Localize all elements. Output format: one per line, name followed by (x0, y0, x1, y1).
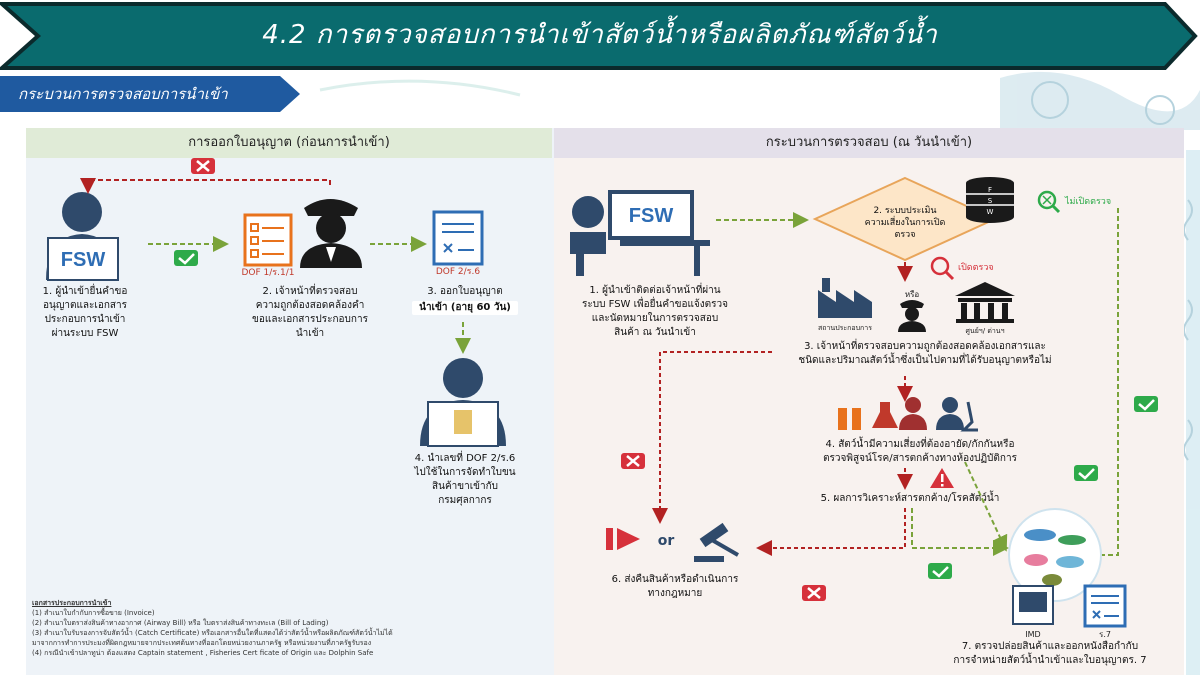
document-item: มาจากการทำการประมงที่ผิดกฎหมายจากประเทศต… (32, 639, 372, 647)
risk-assessment-diamond (812, 176, 998, 262)
approve-check-icon (928, 563, 952, 579)
no-inspect-label: ไม่เปิดตรวจ (1064, 196, 1111, 207)
fsw-logo-left: FSW (61, 249, 106, 271)
warning-icon (930, 468, 954, 488)
page-title: 4.2 การตรวจสอบการนำเข้าสัตว์น้ำหรือผลิตภ… (262, 20, 938, 50)
inspect-step-1-text: 1. ผู้นำเข้าติดต่อเจ้าหน้าที่ผ่าน ระบบ F… (582, 285, 728, 338)
documents-title: เอกสารประกอบการนำเข้า (32, 599, 112, 607)
inspect-step-7-text: 7. ตรวจปล่อยสินค้าและออกหนังสือกำกับ การ… (953, 641, 1147, 666)
or-label-thai: หรือ (905, 290, 920, 299)
scientist-icon (899, 397, 927, 430)
r7-document-icon (1083, 584, 1127, 628)
title-banner (0, 1, 1198, 70)
no-inspect-icon (1037, 190, 1061, 214)
applicant-fsw-icon: FSW (46, 192, 119, 281)
step-2-text: 2. เจ้าหน้าที่ตรวจสอบ ความถูกต้องสอดคล้อ… (252, 286, 368, 339)
document-item: (3) สำเนาใบรับรองการจับสัตว์น้ำ (Catch C… (32, 629, 393, 637)
subtitle-banner (0, 76, 300, 112)
document-item: (4) กรณีนำเข้าปลาทูน่า ต้องแสดง Captain … (32, 649, 374, 657)
government-building-icon (955, 282, 1015, 323)
imd-document-icon (1012, 585, 1054, 625)
inspector-icon (898, 300, 926, 332)
place-label: สถานประกอบการ (818, 324, 872, 332)
center-label: ศูนย์ฯ/ ด่านฯ (965, 327, 1004, 335)
or-label: or (658, 533, 675, 549)
approve-check-icon (174, 250, 198, 266)
svg-text:F: F (988, 186, 992, 194)
left-panel-header: การออกใบอนุญาต (ก่อนการนำเข้า) (26, 128, 552, 158)
document-item: (2) สำเนาใบตราส่งสินค้าทางอากาศ (Airway … (32, 619, 329, 627)
gavel-icon (694, 522, 739, 562)
database-icon: F S W (966, 177, 1014, 223)
fsw-computer-icon: FSW (570, 190, 710, 276)
right-panel-header: กระบวนการตรวจสอบ (ณ วันนำเข้า) (554, 128, 1184, 158)
approve-check-icon (1074, 465, 1098, 481)
microscope-researcher-icon (936, 397, 978, 432)
inspect-step-4-text: 4. สัตว์น้ำมีความเสี่ยงที่ต้องอายัด/กักก… (823, 439, 1017, 464)
step-4-text: 4. นำเลขที่ DOF 2/ร.6 ไปใช้ในการจัดทำใบข… (414, 453, 516, 506)
step-3-validity: นำเข้า (อายุ 60 วัน) (412, 301, 518, 315)
factory-icon (818, 278, 872, 318)
step-1-text: 1. ผู้นำเข้ายื่นคำขอ อนุญาตและเอกสาร ประ… (42, 286, 128, 339)
inspect-step-2-text: 2. ระบบประเมิน ความเสี่ยงในการเปิด ตรวจ (864, 206, 946, 240)
inspect-step-6-text: 6. ส่งคืนสินค้าหรือดำเนินการ ทางกฎหมาย (611, 574, 739, 599)
reject-x-icon (802, 585, 826, 601)
reject-x-icon (621, 453, 645, 469)
quarantine-icon (838, 408, 861, 430)
dof1-label: DOF 1/ร.1/1 (242, 268, 295, 278)
approve-check-icon (1134, 396, 1158, 412)
inspect-label: เปิดตรวจ (958, 262, 994, 273)
inspect-step-3-text: 3. เจ้าหน้าที่ตรวจสอบความถูกต้องสอดคล้อง… (798, 341, 1052, 366)
r7-label: ร.7 (1099, 630, 1111, 639)
checklist-icon (243, 213, 293, 267)
permit-document-icon (432, 210, 484, 266)
reject-x-icon (191, 158, 215, 174)
step-3-text: 3. ออกใบอนุญาต (427, 286, 503, 297)
aquatic-animals-icon (1008, 508, 1102, 602)
dof2-label: DOF 2/ร.6 (436, 267, 481, 277)
inspect-step-5-text: 5. ผลการวิเคราะห์สารตกค้าง/โรคสัตว์น้ำ (820, 493, 1000, 504)
document-item: (1) สำเนาใบกำกับการซื้อขาย (Invoice) (32, 609, 155, 617)
fsw-logo-right: FSW (629, 205, 674, 227)
inspect-icon (930, 256, 955, 281)
imd-label: IMD (1025, 630, 1040, 639)
svg-text:W: W (987, 208, 994, 216)
import-documents-list: เอกสารประกอบการนำเข้า (1) สำเนาใบกำกับกา… (32, 598, 542, 658)
customs-user-icon (420, 358, 506, 447)
svg-text:S: S (988, 197, 993, 205)
officer-icon (300, 199, 362, 268)
return-shipment-icon (606, 528, 640, 550)
subtitle: กระบวนการตรวจสอบการนำเข้า (18, 85, 228, 103)
lab-flask-icon (872, 402, 898, 428)
